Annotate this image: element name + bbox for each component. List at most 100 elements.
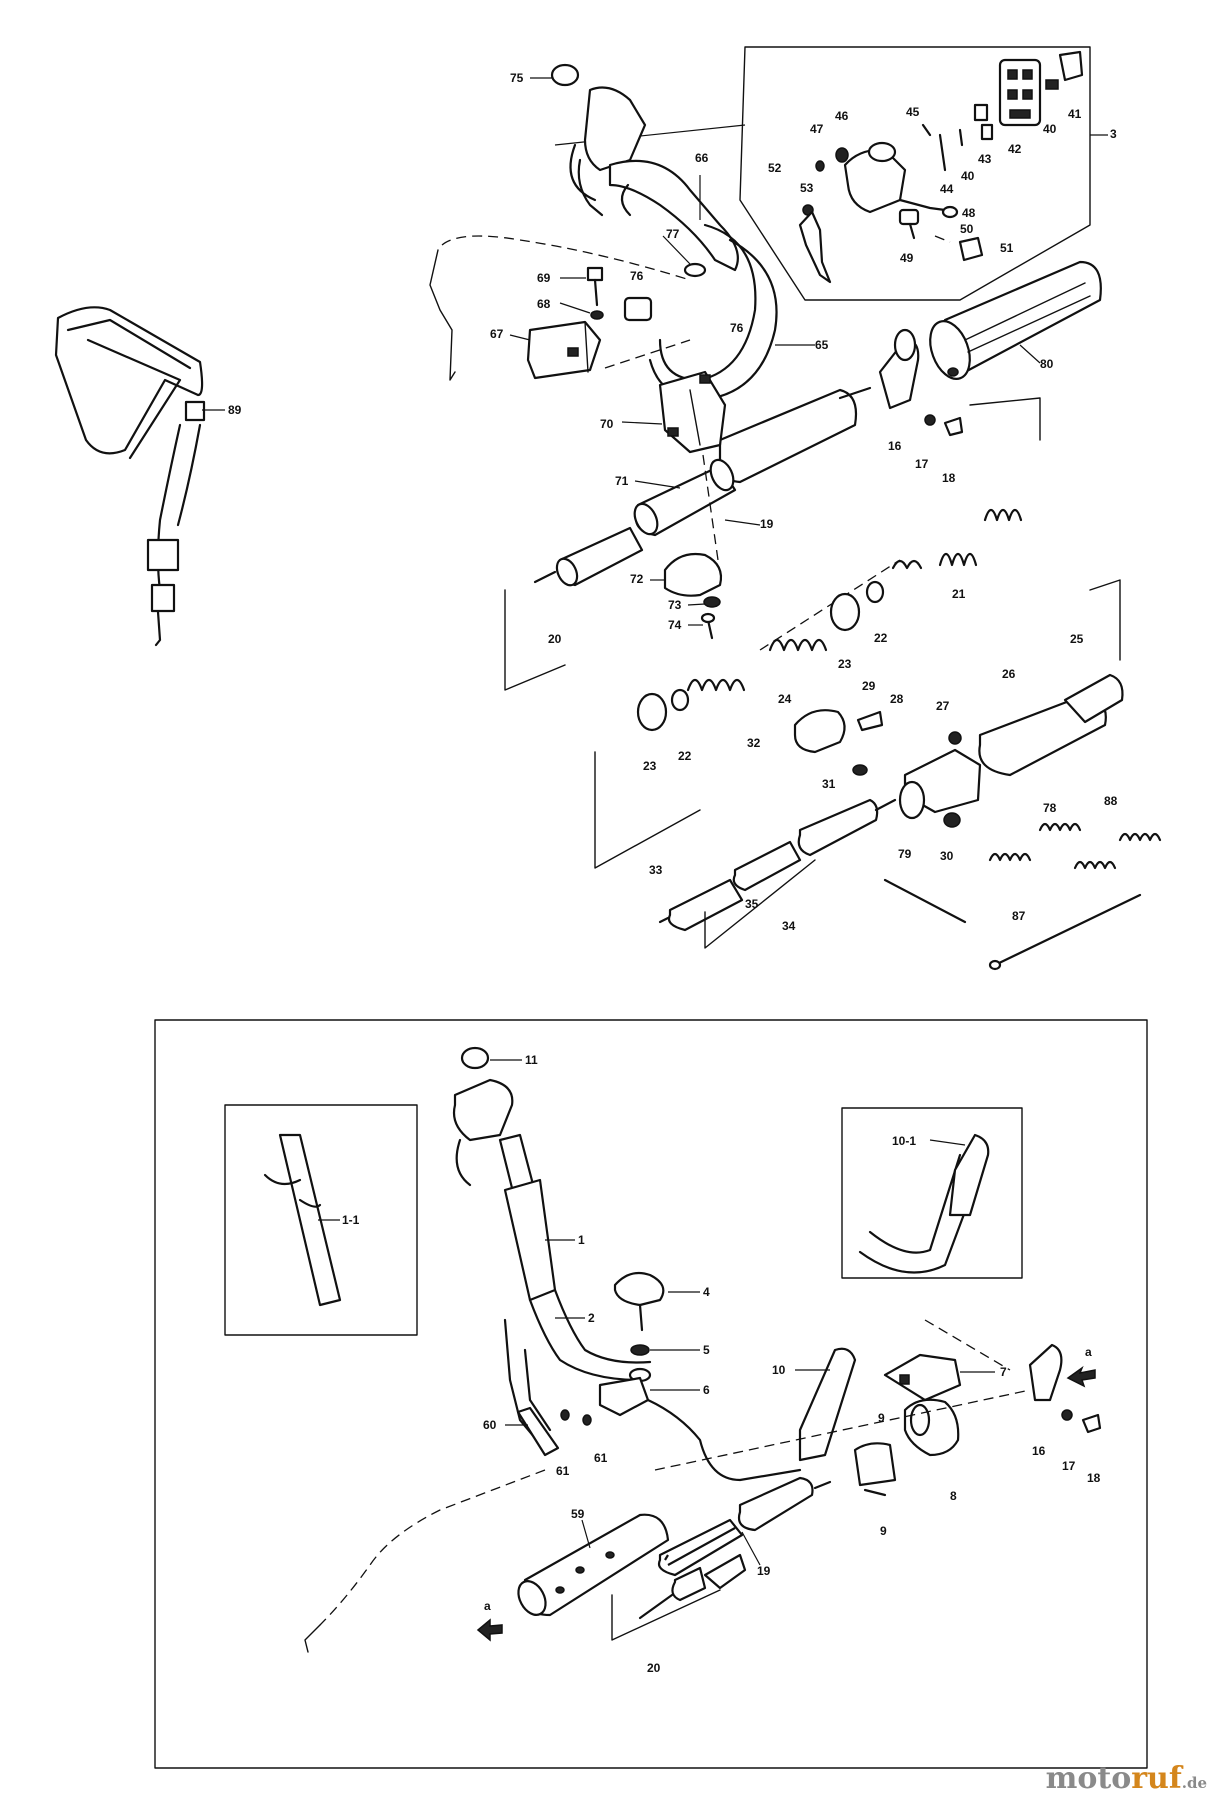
svg-text:23: 23 bbox=[838, 657, 852, 671]
tube-59-icon bbox=[476, 1513, 670, 1642]
watermark-accent: ruf bbox=[1131, 1761, 1182, 1796]
svg-text:34: 34 bbox=[782, 919, 796, 933]
svg-text:18: 18 bbox=[942, 471, 956, 485]
throttle-handle-icon bbox=[550, 63, 739, 272]
svg-text:75: 75 bbox=[510, 71, 524, 85]
svg-text:72: 72 bbox=[630, 572, 644, 586]
clamp-70-icon bbox=[658, 370, 727, 454]
svg-text:40: 40 bbox=[1043, 122, 1057, 136]
svg-text:18: 18 bbox=[1087, 1471, 1101, 1485]
svg-text:20: 20 bbox=[647, 1661, 661, 1675]
svg-text:89: 89 bbox=[228, 403, 242, 417]
svg-text:69: 69 bbox=[537, 271, 551, 285]
grip-icon bbox=[929, 260, 1102, 380]
svg-text:77: 77 bbox=[666, 227, 680, 241]
svg-text:47: 47 bbox=[810, 122, 824, 136]
handlebar-10-icon bbox=[646, 1347, 857, 1482]
svg-text:17: 17 bbox=[915, 457, 929, 471]
svg-text:a: a bbox=[484, 1599, 491, 1613]
svg-text:26: 26 bbox=[1002, 667, 1016, 681]
handle-inset-icon bbox=[263, 1133, 342, 1307]
svg-text:44: 44 bbox=[940, 182, 954, 196]
svg-text:71: 71 bbox=[615, 474, 629, 488]
svg-text:66: 66 bbox=[695, 151, 709, 165]
svg-text:78: 78 bbox=[1043, 801, 1057, 815]
svg-text:9: 9 bbox=[878, 1411, 885, 1425]
gear-23-upper bbox=[829, 592, 861, 632]
bracket-16-icon bbox=[878, 328, 964, 437]
svg-text:67: 67 bbox=[490, 327, 504, 341]
wire-harness-icon bbox=[304, 1318, 592, 1653]
svg-text:25: 25 bbox=[1070, 632, 1084, 646]
switch-assembly-icon bbox=[798, 50, 1084, 284]
svg-text:61: 61 bbox=[556, 1464, 570, 1478]
watermark-tld: .de bbox=[1181, 1774, 1207, 1792]
svg-text:43: 43 bbox=[978, 152, 992, 166]
svg-text:8: 8 bbox=[950, 1489, 957, 1503]
svg-text:17: 17 bbox=[1062, 1459, 1076, 1473]
svg-text:31: 31 bbox=[822, 777, 836, 791]
knob-4-icon bbox=[598, 1271, 665, 1417]
svg-text:51: 51 bbox=[1000, 241, 1014, 255]
svg-text:73: 73 bbox=[668, 598, 682, 612]
handle-10-1-icon bbox=[858, 1133, 990, 1274]
svg-text:1-1: 1-1 bbox=[342, 1213, 360, 1227]
svg-text:24: 24 bbox=[778, 692, 792, 706]
arrow-a-icon bbox=[1066, 1365, 1096, 1388]
svg-text:28: 28 bbox=[890, 692, 904, 706]
part-76-sleeve bbox=[623, 296, 653, 322]
svg-text:29: 29 bbox=[862, 679, 876, 693]
svg-text:10-1: 10-1 bbox=[892, 1134, 916, 1148]
cap-11 bbox=[460, 1046, 490, 1070]
svg-text:76: 76 bbox=[730, 321, 744, 335]
svg-text:68: 68 bbox=[537, 297, 551, 311]
clamp-67-icon bbox=[526, 266, 604, 380]
svg-text:70: 70 bbox=[600, 417, 614, 431]
svg-text:74: 74 bbox=[668, 618, 682, 632]
gear-housing-icon bbox=[793, 673, 1124, 828]
svg-text:1: 1 bbox=[578, 1233, 585, 1247]
svg-text:65: 65 bbox=[815, 338, 829, 352]
upper-exploded-view bbox=[54, 46, 1162, 971]
svg-text:6: 6 bbox=[703, 1383, 710, 1397]
inset-1-1-frame bbox=[224, 1104, 418, 1336]
svg-text:61: 61 bbox=[594, 1451, 608, 1465]
svg-text:88: 88 bbox=[1104, 794, 1118, 808]
spring-icon bbox=[686, 508, 1023, 692]
throttle-handle-lower-icon bbox=[452, 1078, 652, 1382]
svg-text:59: 59 bbox=[571, 1507, 585, 1521]
lower-panel-frame bbox=[154, 1019, 1148, 1769]
lower-exploded-view bbox=[224, 1046, 1102, 1653]
lower-callout-labels: 11 10-1 1-1 1 4 2 5 6 10 7 a 9 16 17 18 … bbox=[342, 1053, 1101, 1675]
svg-text:16: 16 bbox=[1032, 1444, 1046, 1458]
svg-text:41: 41 bbox=[1068, 107, 1082, 121]
svg-text:19: 19 bbox=[760, 517, 774, 531]
svg-text:a: a bbox=[1085, 1345, 1092, 1359]
svg-text:11: 11 bbox=[525, 1053, 538, 1067]
svg-text:50: 50 bbox=[960, 222, 974, 236]
spring-78-88-icon bbox=[883, 822, 1162, 971]
upper-callout-labels: 75 66 3 41 40 42 43 40 44 45 46 47 52 53… bbox=[228, 71, 1118, 933]
svg-text:3: 3 bbox=[1110, 127, 1117, 141]
svg-text:46: 46 bbox=[835, 109, 849, 123]
svg-text:20: 20 bbox=[548, 632, 562, 646]
svg-text:5: 5 bbox=[703, 1343, 710, 1357]
drive-shaft-icon bbox=[533, 386, 872, 587]
svg-text:23: 23 bbox=[643, 759, 657, 773]
svg-text:35: 35 bbox=[745, 897, 759, 911]
shaft-lower-icon bbox=[611, 1476, 832, 1641]
clamp-7-8-9-icon bbox=[853, 1343, 1102, 1497]
shaft-34-icon bbox=[658, 798, 897, 949]
svg-text:27: 27 bbox=[936, 699, 950, 713]
svg-text:2: 2 bbox=[588, 1311, 595, 1325]
svg-text:45: 45 bbox=[906, 105, 920, 119]
part-77 bbox=[683, 262, 707, 278]
svg-text:48: 48 bbox=[962, 206, 976, 220]
svg-text:19: 19 bbox=[757, 1564, 771, 1578]
svg-text:42: 42 bbox=[1008, 142, 1022, 156]
svg-text:52: 52 bbox=[768, 161, 782, 175]
knob-72-icon bbox=[663, 552, 723, 640]
svg-text:30: 30 bbox=[940, 849, 954, 863]
svg-text:16: 16 bbox=[888, 439, 902, 453]
